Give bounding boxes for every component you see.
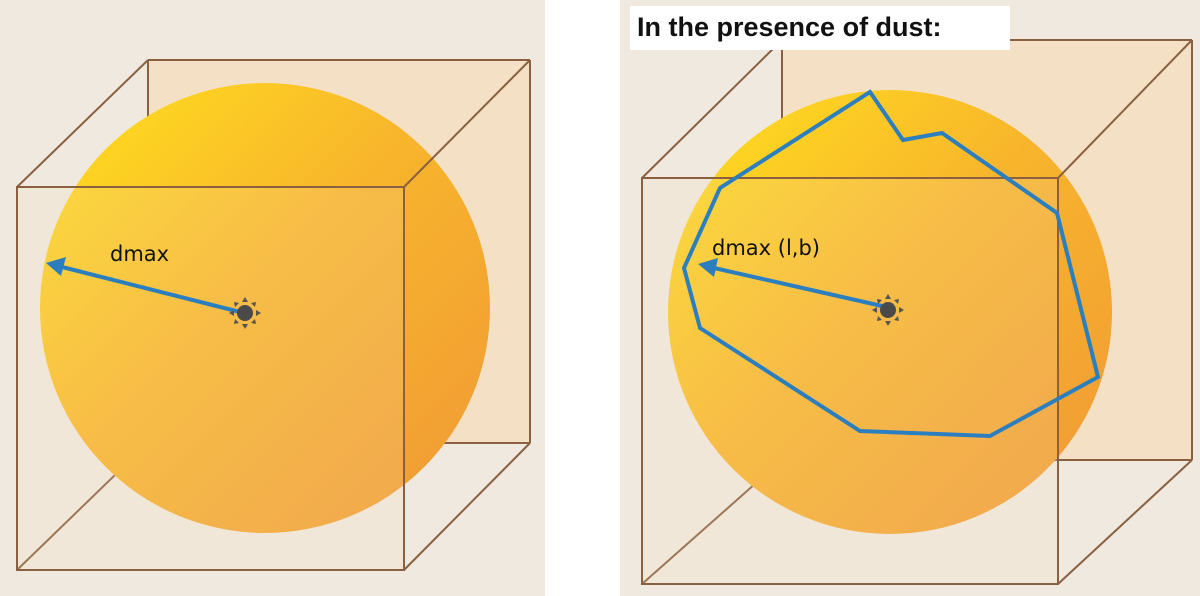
dmax-arrow — [46, 257, 241, 314]
dust-limited-boundary — [681, 89, 1101, 439]
dmax-label: dmax — [110, 242, 169, 266]
cube-front-face — [17, 187, 404, 570]
diagram-sphere-in-cube: dmax — [0, 0, 545, 596]
panel-without-dust: dmax — [0, 0, 545, 596]
dmax-lb-arrow — [698, 258, 883, 308]
sun-observer-icon — [229, 297, 261, 329]
cube-front-edges — [16, 59, 531, 571]
sun-observer-icon — [872, 294, 904, 326]
panel-title: In the presence of dust: — [637, 12, 942, 42]
dmax-lb-label: dmax (l,b) — [712, 236, 820, 260]
title-background — [630, 6, 1010, 50]
cube-front-face — [642, 178, 1058, 584]
diagram-sphere-in-cube-dust: dmax (l,b) — [620, 0, 1200, 596]
panel-with-dust: dmax (l,b) — [620, 0, 1200, 596]
cube-front-edges — [641, 39, 1193, 585]
visibility-sphere — [40, 83, 490, 533]
